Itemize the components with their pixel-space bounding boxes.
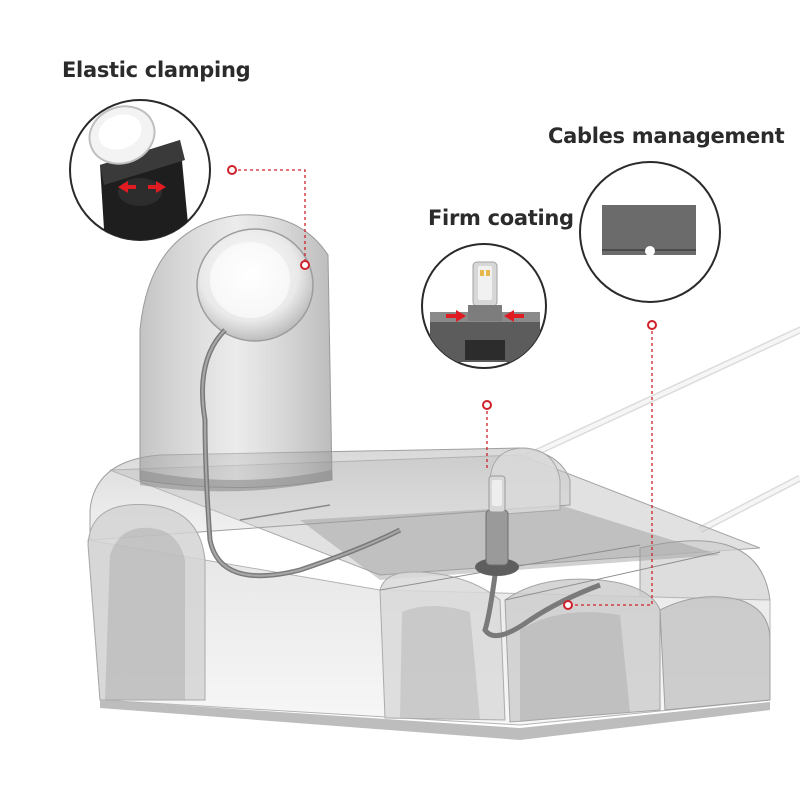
label-elastic-clamping: Elastic clamping [62,58,251,82]
elastic-arrows-icon [118,181,166,193]
lightning-cable [482,559,601,639]
label-cables-management: Cables management [548,124,785,148]
elastic-clamping-detail [69,99,211,241]
organizer-base [87,447,771,740]
lightning-connector [475,475,519,576]
callout-dots [227,165,657,610]
charging-cables [516,326,800,534]
firm-coating-detail [421,243,547,369]
watch-stand-tower [139,214,333,492]
rear-tab [489,447,561,516]
firm-arrows-icon [446,310,524,322]
callout-lines [232,169,653,606]
label-firm-coating: Firm coating [428,206,574,230]
cables-management-detail [579,161,721,303]
